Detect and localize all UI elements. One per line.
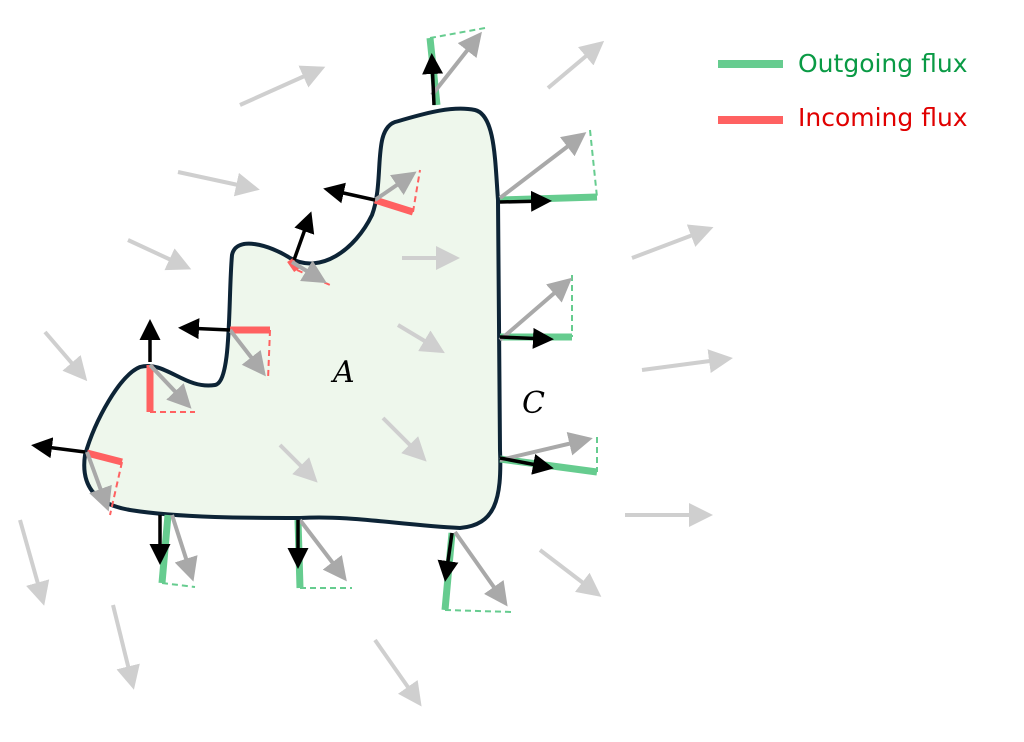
legend-incoming-label: Incoming flux — [798, 103, 968, 132]
normal-arrow — [499, 454, 554, 475]
field-arrow — [498, 277, 573, 342]
field-arrow — [381, 416, 427, 462]
legend: Outgoing flux Incoming flux — [718, 49, 968, 132]
outgoing-flux-bar — [158, 514, 172, 584]
field-arrow — [228, 328, 266, 377]
boundary-field-arrows — [85, 31, 593, 607]
field-arrow — [239, 65, 326, 107]
field-arrow — [538, 548, 602, 597]
normal-arrow — [178, 318, 231, 340]
dashed-guide — [109, 461, 123, 516]
field-arrow — [498, 132, 587, 200]
field-arrow — [170, 514, 198, 582]
field-arrow — [373, 171, 417, 202]
vector-field — [18, 40, 733, 707]
field-arrow — [641, 349, 733, 373]
dashed-guide — [267, 329, 271, 381]
field-arrow — [290, 260, 327, 284]
field-arrow — [85, 451, 112, 512]
normal-arrow — [499, 327, 554, 349]
field-arrow — [43, 330, 88, 382]
dashed-guide — [161, 582, 196, 588]
field-arrow — [453, 530, 508, 607]
field-arrow — [499, 431, 593, 462]
field-arrow — [18, 519, 50, 606]
region-a — [82, 106, 503, 531]
incoming-flux-bar — [373, 196, 415, 216]
dashed-guide — [444, 609, 513, 613]
field-arrow — [396, 323, 445, 354]
field-arrow — [111, 604, 140, 690]
normal-arrow — [31, 437, 86, 459]
field-arrow — [631, 224, 714, 260]
field-arrow — [373, 638, 422, 707]
boundary-label: C — [522, 386, 545, 421]
field-arrow — [298, 518, 347, 582]
normal-arrow — [323, 182, 376, 204]
field-arrow — [148, 363, 192, 409]
outgoing-flux-bar — [499, 193, 598, 204]
region-label: A — [330, 355, 355, 390]
normal-arrow — [437, 532, 459, 582]
field-arrow — [430, 31, 482, 97]
normal-vectors — [31, 53, 554, 582]
legend-outgoing-label: Outgoing flux — [798, 49, 967, 78]
outgoing-dashed-guides — [161, 27, 598, 613]
normal-arrow — [499, 190, 552, 212]
dashed-guide — [589, 129, 598, 198]
field-arrow — [177, 170, 260, 197]
field-arrow — [546, 40, 605, 90]
normal-arrow — [292, 211, 315, 261]
field-arrow — [127, 238, 192, 271]
dashed-guide — [429, 27, 486, 39]
normal-arrow — [422, 53, 444, 106]
incoming-flux-bar — [86, 449, 123, 466]
field-arrow — [278, 443, 318, 483]
